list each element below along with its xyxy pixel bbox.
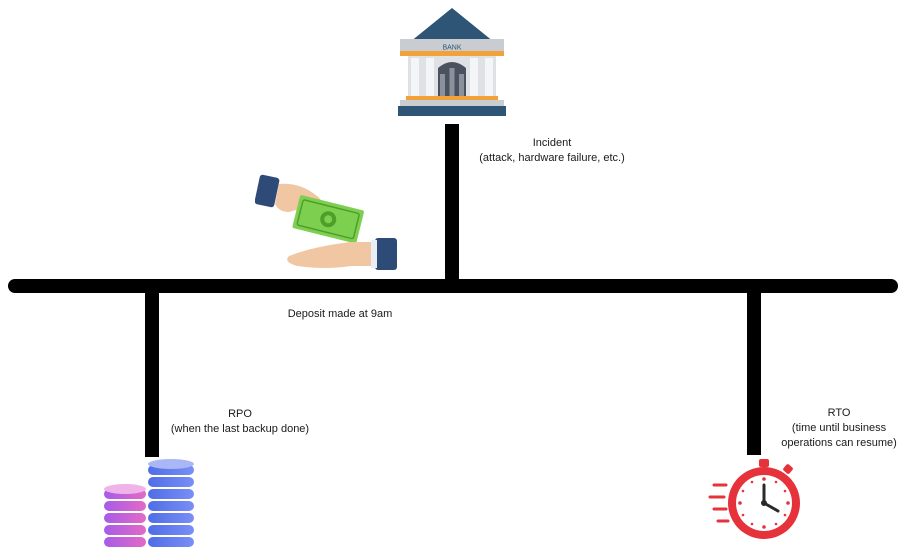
database-stack-icon bbox=[104, 459, 194, 547]
incident-title: Incident bbox=[532, 137, 572, 149]
bank-sign-text: BANK bbox=[442, 45, 461, 52]
rto-connector bbox=[747, 290, 761, 455]
rto-detail-line2: operations can resume) bbox=[781, 437, 897, 449]
rto-title: RTO bbox=[827, 407, 851, 419]
rpo-detail: (when the last backup done) bbox=[170, 423, 310, 435]
timeline-line bbox=[8, 279, 898, 293]
rpo-label: RPO (when the last backup done) bbox=[150, 407, 330, 437]
bank-icon: BANK bbox=[398, 8, 506, 116]
money-handover-icon bbox=[255, 174, 397, 270]
rto-detail-line1: (time until business bbox=[791, 422, 887, 434]
stopwatch-icon bbox=[708, 459, 800, 539]
rpo-connector bbox=[145, 290, 159, 457]
incident-label: Incident (attack, hardware failure, etc.… bbox=[462, 136, 642, 166]
rto-label: RTO (time until business operations can … bbox=[764, 406, 914, 451]
incident-connector bbox=[445, 124, 459, 282]
rpo-title: RPO bbox=[228, 408, 252, 420]
deposit-label: Deposit made at 9am bbox=[287, 308, 393, 320]
incident-detail: (attack, hardware failure, etc.) bbox=[479, 152, 625, 164]
